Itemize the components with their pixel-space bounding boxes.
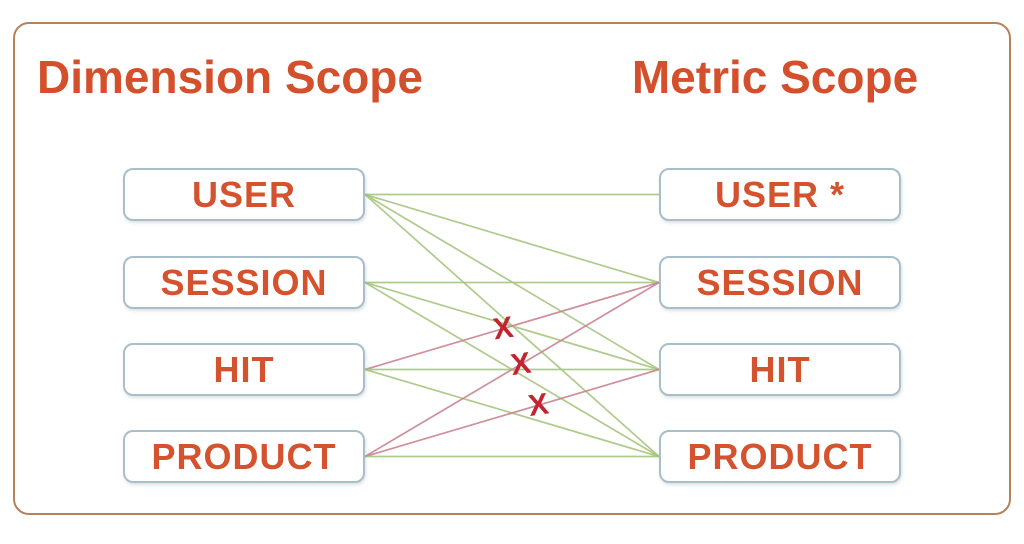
dimension-box-hit: HIT: [123, 343, 365, 396]
x-mark-hit-session: X: [491, 311, 515, 346]
metric-box-product: PRODUCT: [659, 430, 901, 483]
metric-box-label-user: USER *: [714, 173, 846, 215]
dimension-box-session: SESSION: [123, 256, 365, 309]
dimension-box-user: USER: [123, 168, 365, 221]
metric-box-label-session: SESSION: [696, 261, 864, 303]
edge-product-session-invalid: [364, 281, 660, 458]
x-mark-product-hit: X: [526, 387, 550, 422]
metric-box-label-product: PRODUCT: [687, 435, 873, 477]
dimension-box-label-user: USER: [191, 173, 297, 215]
dimension-box-label-session: SESSION: [160, 261, 328, 303]
metric-box-user: USER *: [659, 168, 901, 221]
edge-product-hit-invalid: [364, 368, 660, 458]
metric-box-hit: HIT: [659, 343, 901, 396]
metric-scope-title: Metric Scope: [631, 51, 919, 103]
edge-hit-session-invalid: [364, 281, 660, 371]
metric-box-label-hit: HIT: [749, 348, 811, 390]
dimension-box-label-hit: HIT: [213, 348, 275, 390]
metric-box-session: SESSION: [659, 256, 901, 309]
x-mark-product-session: X: [509, 347, 533, 382]
dimension-scope-title: Dimension Scope: [37, 51, 423, 103]
dimension-box-label-product: PRODUCT: [151, 435, 337, 477]
dimension-box-product: PRODUCT: [123, 430, 365, 483]
edge-user-session-valid: [364, 193, 660, 284]
